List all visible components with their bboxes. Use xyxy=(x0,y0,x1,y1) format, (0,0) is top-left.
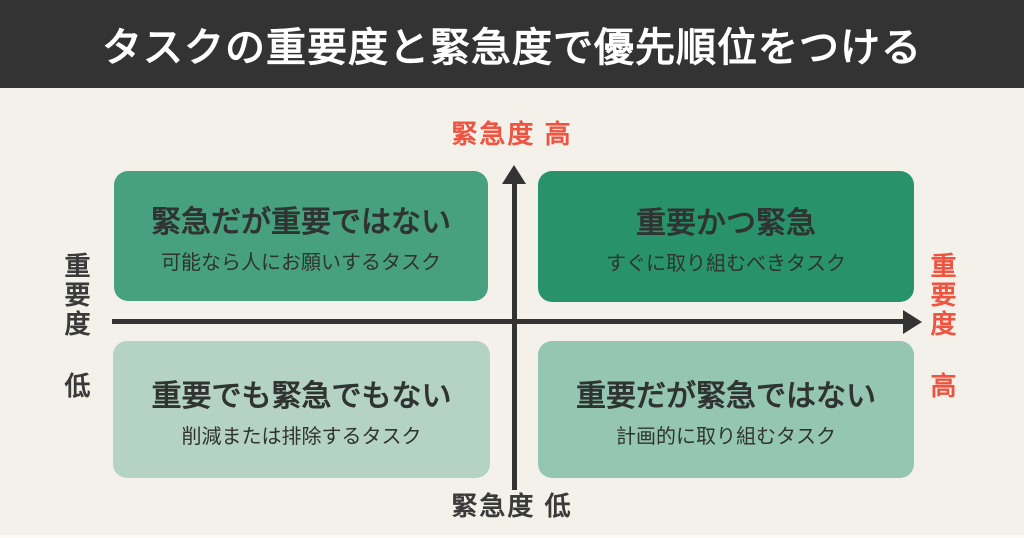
quadrant-subtitle: 計画的に取り組むタスク xyxy=(616,425,836,448)
quadrant-not-important-not-urgent: 重要でも緊急でもない 削減または排除するタスク xyxy=(113,341,490,478)
quadrant-urgent-not-important: 緊急だが重要ではない 可能なら人にお願いするタスク xyxy=(114,171,488,301)
axis-label-urgency-low: 緊急度 低 xyxy=(451,491,573,521)
axis-label-importance-high: 重要度 高 xyxy=(927,252,957,401)
quadrant-important-and-urgent: 重要かつ緊急 すぐに取り組むべきタスク xyxy=(538,171,914,302)
axis-label-importance-low: 重要度 低 xyxy=(61,252,91,401)
urgency-axis-arrowhead-icon xyxy=(502,165,526,184)
importance-axis-arrowhead-icon xyxy=(903,310,922,334)
bottom-edge-strip xyxy=(0,535,1024,538)
axis-label-urgency-high: 緊急度 高 xyxy=(451,119,573,149)
quadrant-title: 重要だが緊急ではない xyxy=(576,379,876,413)
title-banner: タスクの重要度と緊急度で優先順位をつける xyxy=(0,0,1024,88)
importance-axis-line xyxy=(112,319,904,324)
urgency-axis-line xyxy=(512,180,517,490)
quadrant-subtitle: 可能なら人にお願いするタスク xyxy=(161,252,441,274)
page-title: タスクの重要度と緊急度で優先順位をつける xyxy=(102,26,922,70)
quadrant-title: 緊急だが重要ではない xyxy=(151,206,451,239)
quadrant-title: 重要かつ緊急 xyxy=(636,206,816,240)
quadrant-title: 重要でも緊急でもない xyxy=(151,379,452,413)
quadrant-subtitle: 削減または排除するタスク xyxy=(181,425,422,448)
quadrant-subtitle: すぐに取り組むべきタスク xyxy=(606,252,846,275)
quadrant-important-not-urgent: 重要だが緊急ではない 計画的に取り組むタスク xyxy=(538,341,914,478)
